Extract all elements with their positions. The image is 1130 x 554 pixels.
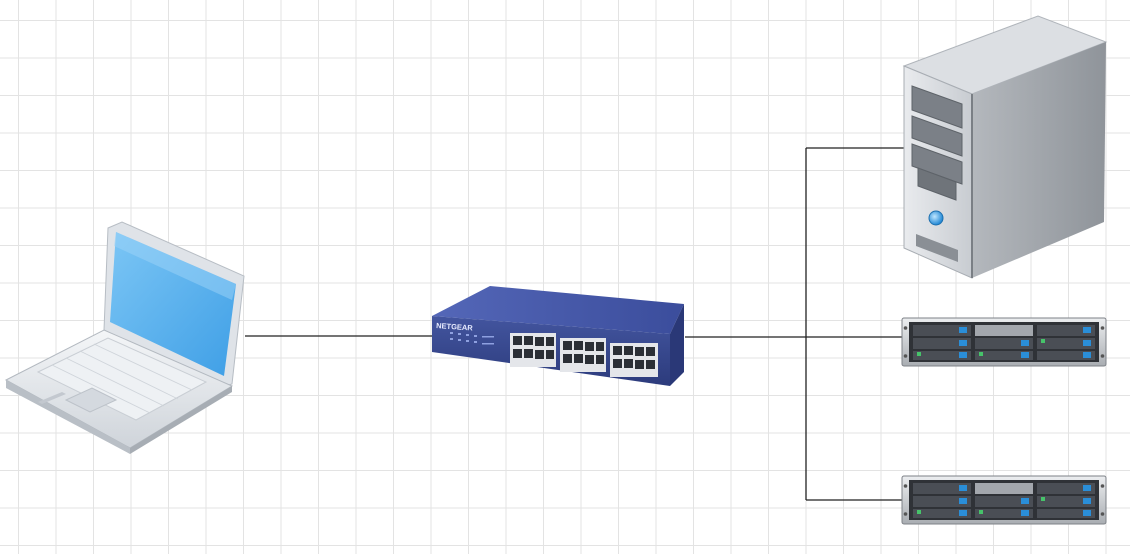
laptop-icon[interactable] xyxy=(6,222,244,454)
switch-port-block-2 xyxy=(560,338,606,372)
tower-server-icon[interactable] xyxy=(904,16,1106,278)
power-button-icon xyxy=(929,211,943,225)
switch-port-block-1 xyxy=(510,333,556,367)
rack-server-icon[interactable] xyxy=(902,476,1106,524)
switch-port-block-3 xyxy=(610,343,658,377)
rack-server-icon[interactable] xyxy=(902,318,1106,366)
network-switch-icon[interactable]: NETGEAR xyxy=(432,286,684,386)
